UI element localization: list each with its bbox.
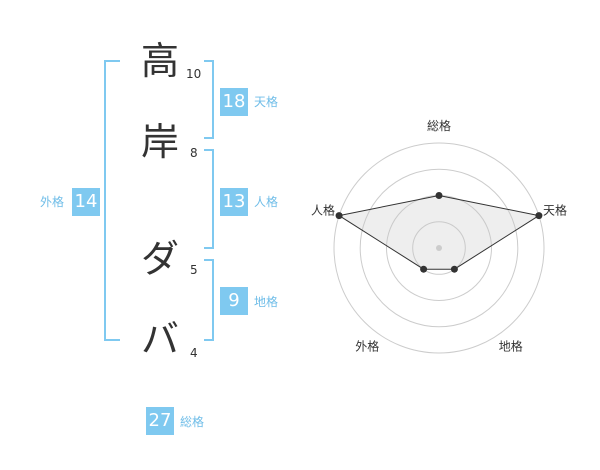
tenkaku-label: 天格 (254, 95, 279, 109)
soukaku-label: 総格 (180, 415, 205, 429)
radar-grid-ring (333, 142, 545, 354)
radar-axis-label: 総格 (427, 118, 451, 133)
stroke-count-1: 10 (186, 67, 202, 81)
soukaku-value: 27 (146, 407, 174, 435)
radar-point-外格 (420, 265, 428, 273)
radar-grid-ring (412, 221, 466, 275)
name-char-2: 岸 (140, 120, 179, 164)
radar-center (436, 245, 442, 251)
name-char-4: バ (140, 317, 179, 361)
radar-area (337, 194, 541, 270)
radar-grid-ring (359, 168, 519, 328)
gaikaku-label: 外格 (40, 195, 65, 209)
radar-point-天格 (535, 212, 543, 220)
radar-point-総格 (435, 192, 443, 199)
tenkaku-value: 18 (220, 88, 248, 116)
name-char-1: 高 (140, 39, 179, 83)
gaikaku-value: 14 (72, 188, 100, 216)
stroke-count-3: 5 (190, 263, 198, 277)
radar-axis-label: 天格 (543, 202, 567, 217)
stroke-count-2: 8 (190, 146, 198, 160)
stroke-count-4: 4 (190, 346, 198, 360)
radar-point-地格 (450, 265, 458, 273)
jinkaku-label: 人格 (254, 195, 279, 209)
chikaku-value: 9 (220, 287, 248, 315)
name-char-3: ダ (140, 237, 179, 281)
chikaku-label: 地格 (254, 295, 279, 309)
radar-axis-label: 人格 (311, 202, 335, 217)
radar-axis-label: 地格 (499, 339, 523, 354)
radar-axis-label: 外格 (355, 339, 379, 354)
jinkaku-value: 13 (220, 188, 248, 216)
radar-point-人格 (335, 212, 343, 220)
